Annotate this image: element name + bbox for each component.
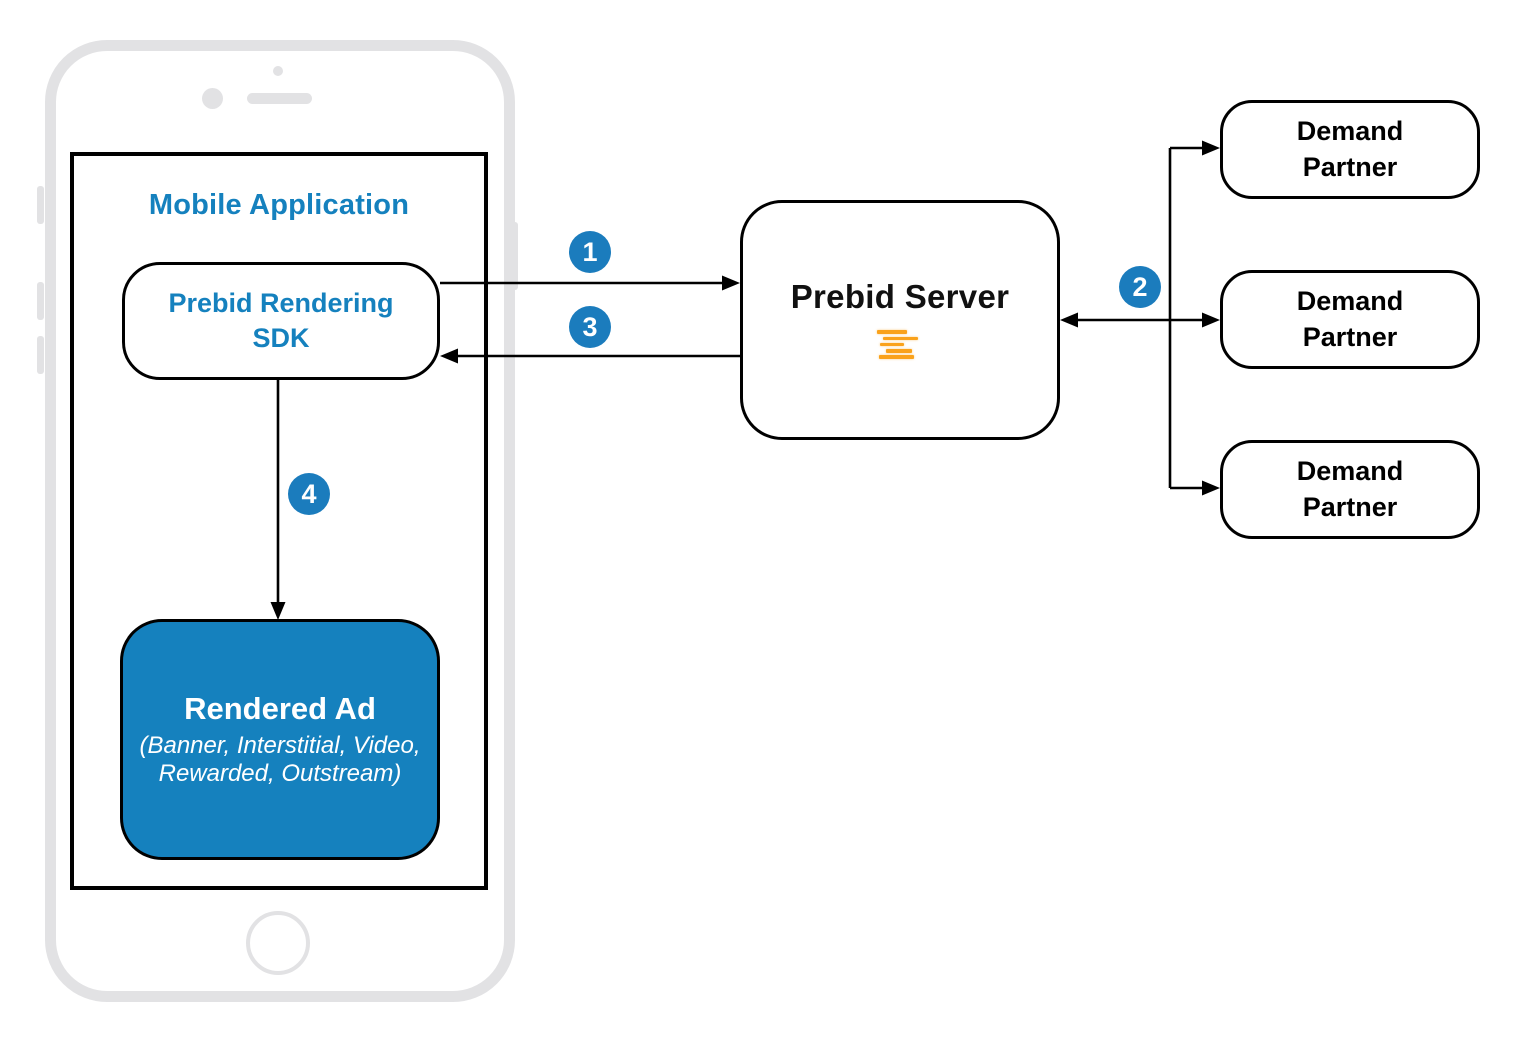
- phone-camera-icon: [202, 88, 223, 109]
- demand-partner-box-1: Demand Partner: [1220, 100, 1480, 199]
- step-badge-4: 4: [288, 473, 330, 515]
- step-badge-3: 3: [569, 306, 611, 348]
- arrow-1-head: [722, 275, 740, 291]
- demand-partner-2-line1: Demand: [1296, 285, 1404, 316]
- rendered-ad-subtitle: (Banner, Interstitial, Video, Rewarded, …: [139, 732, 420, 789]
- step-badge-1: 1: [569, 231, 611, 273]
- prebid-rendering-sdk-box: Prebid Rendering SDK: [122, 262, 440, 380]
- demand-partner-2-line2: Partner: [1302, 321, 1398, 352]
- sdk-label-line2: SDK: [252, 323, 310, 353]
- step-badge-2: 2: [1119, 266, 1161, 308]
- demand-partner-3-line2: Partner: [1302, 491, 1398, 522]
- prebid-server-box: Prebid Server: [740, 200, 1060, 440]
- mobile-application-title: Mobile Application: [148, 189, 410, 221]
- phone-mute-switch: [37, 186, 44, 224]
- prebid-server-label: Prebid Server: [790, 278, 1010, 316]
- branch-top-head: [1202, 140, 1220, 156]
- demand-partner-box-3: Demand Partner: [1220, 440, 1480, 539]
- logo-bar: [883, 336, 918, 341]
- arrow-2-head-left: [1060, 312, 1078, 328]
- logo-bar: [879, 355, 914, 359]
- demand-partner-1-line2: Partner: [1302, 151, 1398, 182]
- demand-partner-3-line1: Demand: [1296, 455, 1404, 486]
- phone-volume-down-button: [37, 336, 44, 374]
- rendered-ad-subtitle-line2: Rewarded, Outstream): [158, 760, 402, 787]
- sdk-label-line1: Prebid Rendering: [168, 287, 394, 318]
- rendered-ad-subtitle-line1: (Banner, Interstitial, Video,: [139, 731, 421, 759]
- prebid-lines-logo-icon: [877, 330, 923, 361]
- logo-bar: [880, 342, 904, 347]
- logo-bar: [877, 330, 907, 334]
- branch-bottom-head: [1202, 480, 1220, 496]
- phone-home-button: [246, 911, 310, 975]
- phone-volume-up-button: [37, 282, 44, 320]
- phone-sensor-dot: [273, 66, 283, 76]
- rendered-ad-title: Rendered Ad: [184, 690, 376, 726]
- logo-bar: [886, 349, 912, 353]
- phone-speaker: [247, 93, 312, 104]
- demand-partner-1-line1: Demand: [1296, 115, 1404, 146]
- demand-partner-box-2: Demand Partner: [1220, 270, 1480, 369]
- rendered-ad-box: Rendered Ad (Banner, Interstitial, Video…: [120, 619, 440, 860]
- arrow-2-head-right: [1202, 312, 1220, 328]
